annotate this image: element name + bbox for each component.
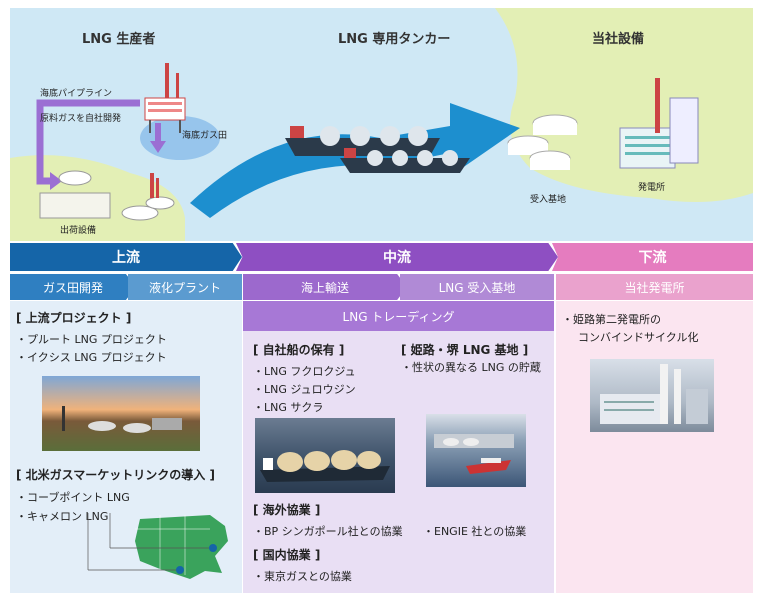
fleet-item: ・LNG フクロクジュ: [253, 365, 356, 378]
upstream-panel: [ 上流プロジェクト ] ・プルート LNG プロジェクト ・イクシス LNG …: [10, 301, 242, 593]
downstream-panel: ・姫路第二発電所の コンバインドサイクル化: [556, 301, 753, 593]
stage-downstream: 下流: [552, 243, 753, 271]
bases-title: [ 姫路・堺 LNG 基地 ]: [401, 343, 529, 357]
producer-title: LNG 生産者: [82, 32, 156, 47]
domestic-title: [ 国内協業 ]: [253, 548, 321, 562]
power-plant-icon: [619, 78, 699, 169]
downstream-item: ・姫路第二発電所の: [562, 313, 661, 326]
upstream-project-item: ・イクシス LNG プロジェクト: [16, 351, 167, 364]
power-station-photo-graphic: [600, 364, 708, 424]
fleet-item: ・LNG ジュロウジン: [253, 383, 356, 396]
stage-upstream-label: 上流: [112, 250, 140, 266]
pipeline-arrowhead: [50, 172, 62, 190]
terminal-tanks-icon: [507, 114, 578, 170]
trading-bar: LNG トレーディング: [243, 301, 554, 331]
shipping-facility-icon: [39, 170, 175, 221]
downstream-item: コンバインドサイクル化: [578, 331, 699, 344]
gas-field-label: 海底ガス田: [182, 131, 228, 141]
shipping-label: 出荷設備: [60, 226, 97, 236]
midstream-panel: LNG トレーディング [ 自社船の保有 ] ・LNG フクロクジュ ・LNG …: [243, 301, 554, 593]
substage-power: 当社発電所: [556, 274, 753, 300]
north-america-item: ・コーブポイント LNG: [16, 491, 130, 504]
domestic-item: ・東京ガスとの協業: [253, 570, 352, 583]
lng-plant-photo-graphic: [62, 406, 182, 433]
lng-terminal-photo-graphic: [434, 434, 514, 474]
pipeline-label: 海底パイプライン: [40, 89, 113, 99]
north-america-title: [ 北米ガスマーケットリンクの導入 ]: [16, 468, 215, 482]
substage-shipping-label: 海上輸送: [300, 280, 349, 295]
lng-terminal-photo: [426, 414, 526, 487]
north-america-item: ・キャメロン LNG: [16, 510, 109, 523]
usa-map: [87, 513, 228, 579]
fleet-item: ・LNG サクラ: [253, 401, 324, 414]
power-label: 発電所: [638, 183, 666, 193]
tanker-2-icon: [340, 148, 470, 173]
supply-chain-illustration: LNG 生産者 LNG 専用タンカー 当社設備 海底パイプライン 原料ガスを自社…: [10, 8, 753, 241]
lng-tanker-photo-graphic: [260, 450, 390, 482]
lng-plant-photo: [42, 376, 200, 451]
facility-title: 当社設備: [592, 32, 645, 47]
lng-tanker-photo: [255, 418, 395, 493]
substage-gas-field-label: ガス田開発: [42, 280, 103, 295]
substage-shipping: 海上輸送: [243, 274, 407, 300]
substage-liquefaction: 液化プラント: [128, 274, 242, 300]
terminal-label: 受入基地: [530, 195, 567, 205]
upstream-projects-title: [ 上流プロジェクト ]: [16, 311, 132, 325]
cove-point-marker: [209, 544, 217, 552]
substage-terminal: LNG 受入基地: [400, 274, 554, 300]
power-station-photo: [590, 359, 714, 432]
bases-item: ・性状の異なる LNG の貯蔵: [401, 361, 541, 374]
overseas-item: ・ENGIE 社との協業: [423, 525, 527, 538]
overseas-item: ・BP シンガポール社との協業: [253, 525, 403, 538]
offshore-platform-icon: [144, 63, 186, 133]
down-arrowhead: [150, 141, 166, 153]
substage-power-label: 当社発電所: [624, 280, 685, 295]
trading-label: LNG トレーディング: [342, 309, 455, 324]
stage-midstream-label: 中流: [383, 250, 411, 266]
substage-terminal-label: LNG 受入基地: [438, 280, 516, 295]
pipeline-arrow: [36, 99, 140, 185]
tanker-title: LNG 専用タンカー: [338, 32, 451, 47]
scene-graphics: [10, 8, 753, 241]
upstream-project-item: ・プルート LNG プロジェクト: [16, 333, 167, 346]
tanker-1-icon: [285, 126, 440, 156]
overseas-title: [ 海外協業 ]: [253, 503, 321, 517]
substage-gas-field: ガス田開発: [10, 274, 136, 300]
raw-gas-label: 原料ガスを自社開発: [40, 114, 122, 124]
stage-downstream-label: 下流: [638, 250, 667, 266]
substage-liquefaction-label: 液化プラント: [148, 280, 221, 295]
stage-upstream: 上流: [10, 243, 242, 271]
stage-midstream: 中流: [236, 243, 558, 271]
cameron-marker: [176, 566, 184, 574]
fleet-title: [ 自社船の保有 ]: [253, 343, 345, 357]
